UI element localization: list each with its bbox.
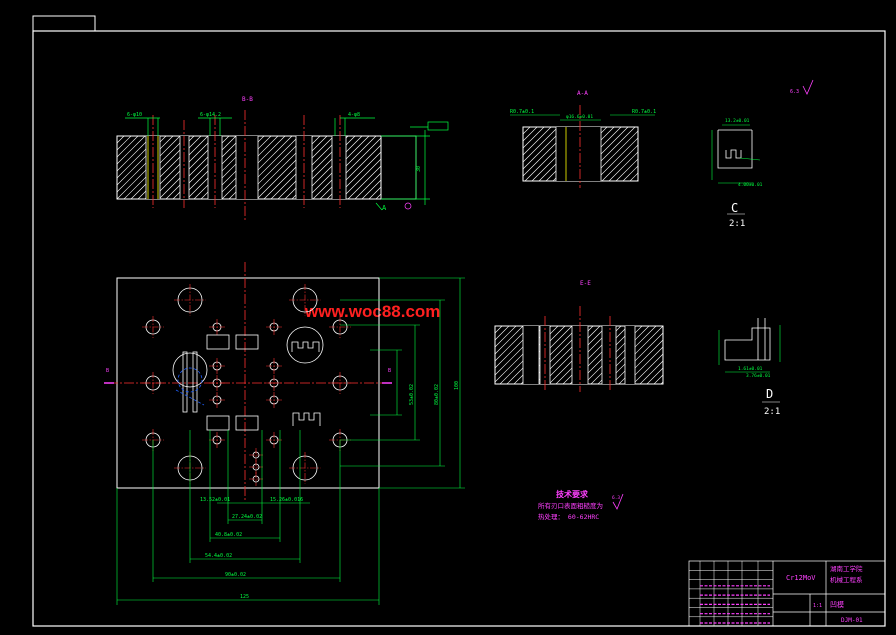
tech-req-title: 技术要求 — [556, 489, 589, 499]
svg-text:6.3: 6.3 — [612, 495, 620, 501]
svg-text:53±0.02: 53±0.02 — [409, 384, 415, 405]
section-bb: B-B — [116, 96, 449, 222]
svg-text:6-φ10: 6-φ10 — [127, 112, 142, 118]
tb-drawing-no: DJM-01 — [841, 617, 863, 624]
svg-text:15.26±0.016: 15.26±0.016 — [270, 497, 303, 503]
section-ee-label: E-E — [580, 280, 591, 287]
tb-material: Cr12MoV — [786, 574, 816, 582]
detail-d-scale: 2:1 — [764, 407, 780, 417]
svg-text:6-φ14.2: 6-φ14.2 — [200, 112, 221, 118]
svg-text:3.76±0.01: 3.76±0.01 — [746, 373, 771, 379]
plan-view: B B — [104, 262, 465, 605]
detail-d-letter: D — [766, 387, 773, 401]
svg-text:90±0.02: 90±0.02 — [225, 572, 246, 578]
roughness-symbol-top: 6.3 — [790, 79, 814, 95]
detail-c: 4.00±0.01 13.2±0.01 C 2:1 — [711, 118, 763, 229]
svg-text:4-φ8: 4-φ8 — [348, 112, 360, 118]
detail-c-letter: C — [731, 201, 738, 215]
svg-text:1.61±0.01: 1.61±0.01 — [738, 366, 763, 372]
detail-d: 1.61±0.01 3.76±0.01 D 2:1 — [718, 318, 781, 417]
section-aa-label: A-A — [577, 90, 588, 97]
title-block: Cr12MoV 湖南工学院 机械工程系 凹模 DJM-01 1:1 — [688, 560, 886, 627]
svg-text:φ16.6±0.01: φ16.6±0.01 — [566, 114, 593, 120]
section-mark-b-left: B — [106, 368, 109, 374]
tb-scale: 1:1 — [813, 603, 822, 609]
drawing-frame — [32, 15, 886, 627]
tech-req-line1: 所有刃口表面粗糙度为 — [538, 501, 603, 510]
section-mark-b-right: B — [388, 368, 391, 374]
svg-text:30: 30 — [416, 166, 422, 172]
svg-text:13.2±0.01: 13.2±0.01 — [725, 118, 750, 124]
section-bb-label: B-B — [242, 96, 253, 103]
svg-text:54.4±0.02: 54.4±0.02 — [205, 553, 232, 559]
section-aa: A-A R0.7±0.1 φ16.6±0.01 R0.7±0.1 — [510, 90, 656, 188]
detail-c-scale: 2:1 — [729, 219, 745, 229]
svg-text:R0.7±0.1: R0.7±0.1 — [632, 109, 656, 115]
tech-req-line2: 热处理： 60-62HRC — [538, 512, 599, 521]
svg-text:4.00±0.01: 4.00±0.01 — [738, 182, 763, 188]
svg-text:27.24±0.02: 27.24±0.02 — [232, 514, 262, 520]
svg-text:125: 125 — [240, 594, 249, 600]
svg-text:6.3: 6.3 — [790, 89, 799, 95]
svg-text:100: 100 — [454, 381, 460, 390]
tb-school-2: 机械工程系 — [830, 575, 863, 584]
technical-requirements: 技术要求 所有刃口表面粗糙度为 热处理： 60-62HRC 6.3 — [538, 489, 624, 521]
svg-text:13.52±0.01: 13.52±0.01 — [200, 497, 230, 503]
svg-text:R0.7±0.1: R0.7±0.1 — [510, 109, 534, 115]
svg-text:80±0.02: 80±0.02 — [434, 384, 440, 405]
datum-a: A — [382, 204, 387, 212]
tb-part-name: 凹模 — [830, 600, 844, 609]
watermark: www.woc88.com — [304, 302, 440, 321]
section-ee: E-E — [494, 280, 664, 392]
tb-school-1: 湖南工学院 — [830, 564, 863, 573]
svg-text:40.8±0.02: 40.8±0.02 — [215, 532, 242, 538]
